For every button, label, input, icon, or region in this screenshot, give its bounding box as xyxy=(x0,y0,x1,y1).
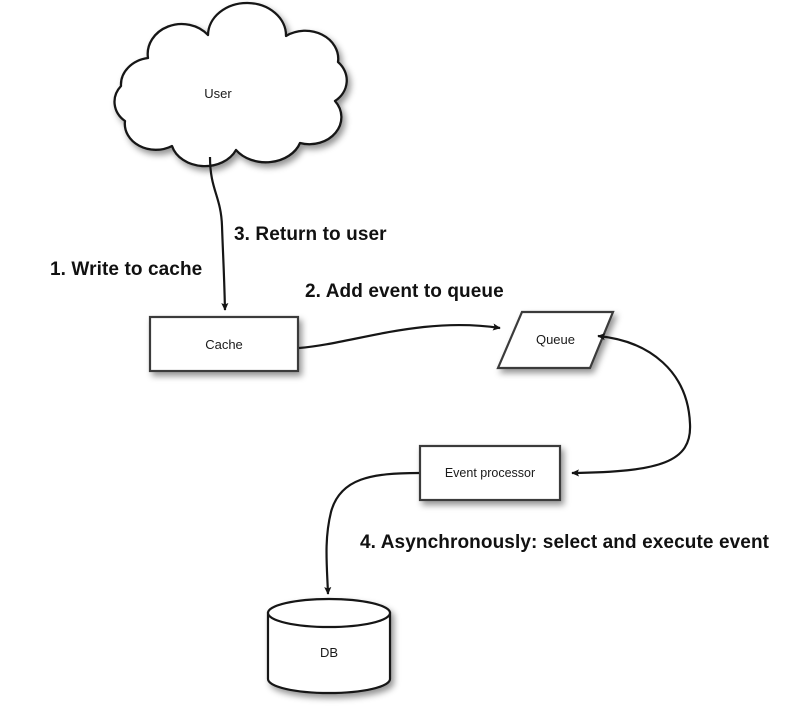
edge-user-to-cache xyxy=(208,156,229,311)
edge-label-write-to-cache: 1. Write to cache xyxy=(50,259,203,280)
edge-label-add-event-to-queue: 2. Add event to queue xyxy=(305,281,504,302)
edge-label-async-select-execute: 4. Asynchronously: select and execute ev… xyxy=(360,532,770,553)
node-user[interactable] xyxy=(113,1,348,168)
event-processor-rect xyxy=(418,444,562,502)
db-cylinder-body xyxy=(266,611,392,695)
node-db[interactable] xyxy=(266,597,392,695)
edge-processor-to-db xyxy=(324,471,420,595)
node-queue[interactable] xyxy=(496,310,615,370)
edge-queue-processor-loop xyxy=(571,333,692,477)
node-event-processor[interactable] xyxy=(418,444,562,502)
queue-parallelogram xyxy=(496,310,615,370)
cache-rect xyxy=(148,315,300,373)
db-cylinder-top xyxy=(266,597,392,629)
edge-label-return-to-user: 3. Return to user xyxy=(234,224,387,245)
node-cache[interactable] xyxy=(148,315,300,373)
edge-cache-to-queue xyxy=(298,323,501,350)
cloud-shape xyxy=(113,1,348,168)
